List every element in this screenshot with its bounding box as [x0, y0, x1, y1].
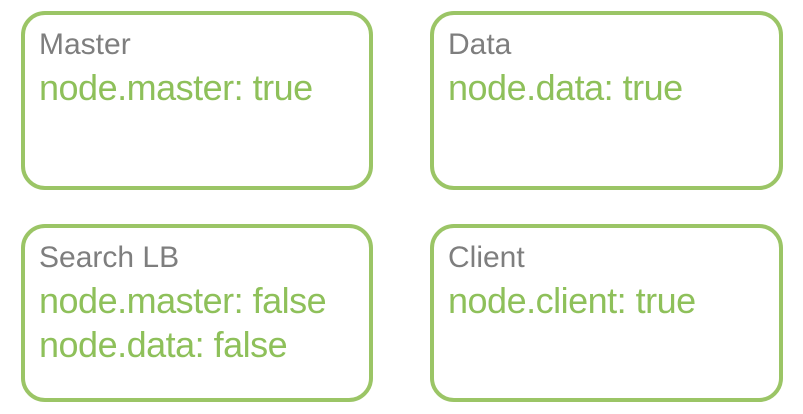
- node-title: Search LB: [39, 241, 180, 274]
- node-config-line: node.data: false: [39, 324, 288, 365]
- node-card-search-lb: Search LB node.master: false node.data: …: [21, 224, 373, 402]
- node-title: Client: [448, 241, 525, 274]
- node-config-line: node.master: false: [39, 280, 327, 321]
- node-card-data: Data node.data: true: [430, 11, 783, 190]
- node-config-line: node.client: true: [448, 280, 696, 321]
- node-card-master: Master node.master: true: [21, 11, 373, 190]
- node-title: Master: [39, 28, 131, 61]
- node-card-client: Client node.client: true: [430, 224, 783, 402]
- node-title: Data: [448, 28, 512, 61]
- node-config-line: node.master: true: [39, 67, 313, 108]
- node-config-line: node.data: true: [448, 67, 683, 108]
